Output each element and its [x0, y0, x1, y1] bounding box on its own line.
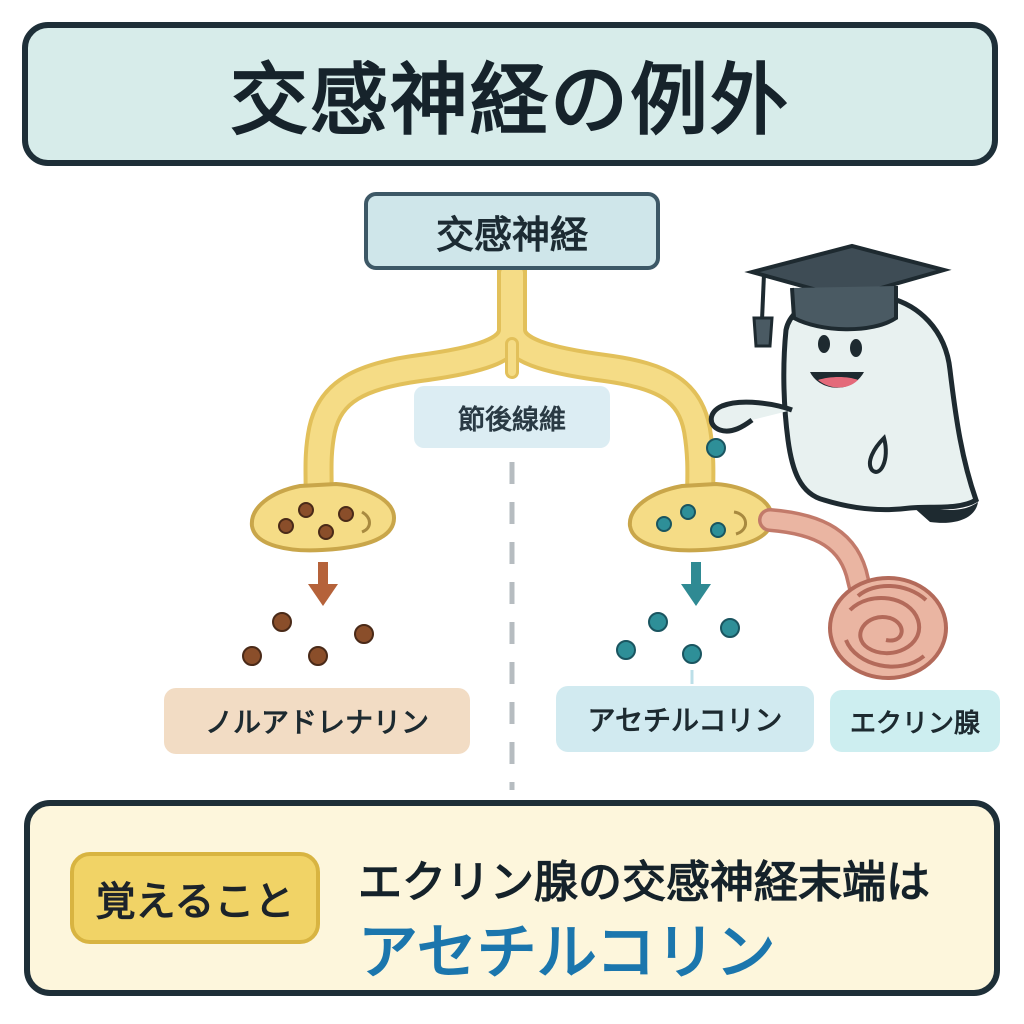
- memo-answer: アセチルコリン: [358, 918, 776, 988]
- memo-box: 覚えること エクリン腺の交感神経末端は アセチルコリン: [24, 800, 1000, 996]
- acetylcholine-label: アセチルコリン: [556, 686, 814, 752]
- down-arrow-icon-left: [308, 562, 338, 606]
- down-arrow-icon-right: [681, 562, 711, 606]
- graduation-cap-icon: [744, 243, 952, 348]
- postganglionic-fiber-box: 節後線維: [414, 386, 610, 448]
- sympathetic-nerve-label: 交感神経: [435, 212, 588, 257]
- right-vesicles: [656, 438, 726, 538]
- ghost-mascot-icon: [708, 291, 980, 523]
- right-synapse-terminal: [627, 481, 775, 553]
- postganglionic-fiber-label: 節後線維: [458, 404, 566, 436]
- nerve-fibers: [303, 255, 716, 515]
- noradrenaline-label: ノルアドレナリン: [164, 688, 470, 754]
- memo-badge: 覚えること: [70, 852, 320, 944]
- title-banner: 交感神経の例外: [22, 22, 998, 166]
- left-synapse-terminal: [249, 481, 397, 553]
- sympathetic-nerve-box: 交感神経: [364, 192, 660, 270]
- acetylcholine-molecules: [616, 612, 740, 664]
- eccrine-gland-coil: [828, 576, 948, 680]
- noradrenaline-molecules: [242, 612, 374, 666]
- left-vesicles: [278, 502, 354, 540]
- memo-statement: エクリン腺の交感神経末端は: [358, 857, 930, 908]
- eccrine-gland-label: エクリン腺: [830, 690, 1000, 752]
- page-title: 交感神経の例外: [229, 56, 790, 146]
